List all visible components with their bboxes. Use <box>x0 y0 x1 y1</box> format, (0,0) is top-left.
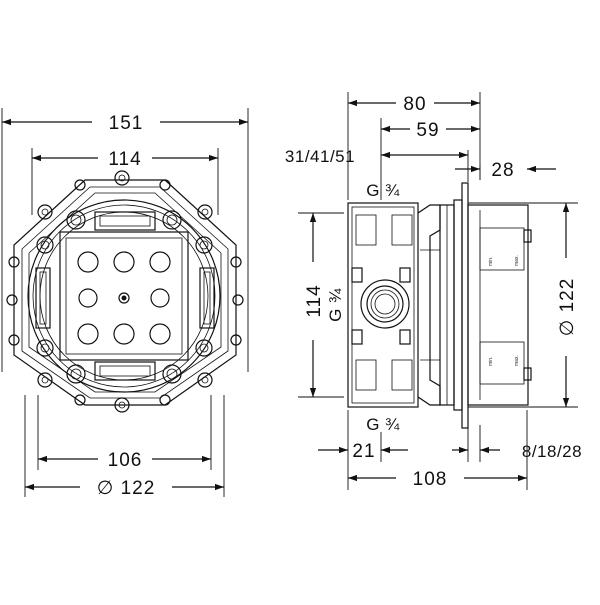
dim-114-side-label: 114 <box>304 284 325 317</box>
dim-114-front-label: 114 <box>108 149 141 170</box>
scale-min-top: min. <box>488 257 494 266</box>
corner-bosses <box>36 210 213 384</box>
dim-31-41-51-label: 31/41/51 <box>285 147 355 166</box>
side-view: 80 59 31/41/51 28 114 ∅ 122 21 8/18/28 1… <box>285 92 582 490</box>
mounting-lugs <box>6 170 244 413</box>
side-slots <box>35 267 215 329</box>
front-view: 151 114 106 ∅ 122 <box>1 108 249 499</box>
dim-59-label: 59 <box>416 120 439 141</box>
scale-min-bottom: min. <box>488 357 494 366</box>
dim-106-label: 106 <box>108 450 143 471</box>
side-central-port <box>360 279 410 329</box>
dim-122-side-label: ∅ 122 <box>557 278 578 337</box>
dim-21-label: 21 <box>352 441 375 462</box>
dim-80-label: 80 <box>403 94 426 115</box>
scale-max-bottom: max. <box>514 355 520 366</box>
dim-28-top-label: 28 <box>491 160 514 181</box>
dim-108-label: 108 <box>413 469 448 490</box>
dim-151-label: 151 <box>109 113 144 134</box>
top-bottom-brackets <box>94 211 156 381</box>
thread-label-middle: G ¾ <box>326 288 345 322</box>
dim-8-18-28-label: 8/18/28 <box>522 442 582 461</box>
thread-label-bottom: G ¾ <box>366 415 400 434</box>
side-housing <box>347 182 532 429</box>
port-grid <box>77 251 171 345</box>
thread-label-top: G ¾ <box>366 181 400 200</box>
scale-max-top: max. <box>514 255 520 266</box>
dim-122-front-label: ∅ 122 <box>97 478 156 499</box>
side-inner-details <box>351 214 440 391</box>
